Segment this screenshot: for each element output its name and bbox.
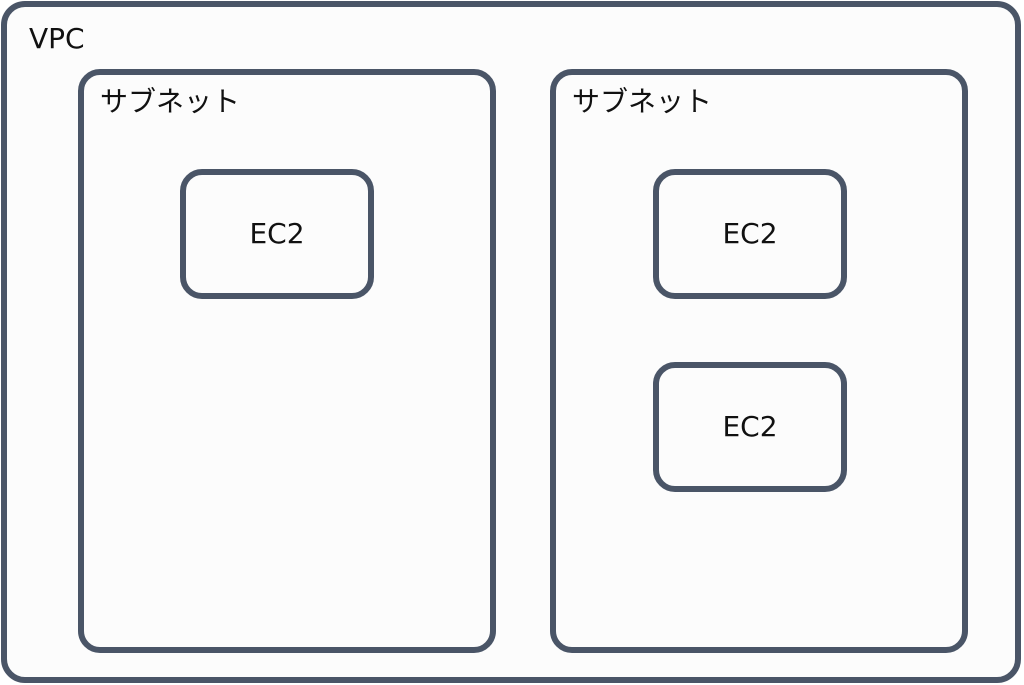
ec2-label: EC2: [722, 217, 778, 250]
vpc-label: VPC: [29, 22, 85, 55]
subnet-label-2: サブネット: [572, 85, 713, 118]
ec2-instance-subnet2-2: EC2: [653, 362, 847, 492]
subnet-container-2: サブネット: [550, 69, 968, 653]
subnet-label-1: サブネット: [100, 85, 241, 118]
ec2-label: EC2: [722, 410, 778, 443]
ec2-instance-subnet2-1: EC2: [653, 169, 847, 299]
subnet-container-1: サブネット: [78, 69, 496, 653]
ec2-label: EC2: [249, 217, 305, 250]
ec2-instance-subnet1-1: EC2: [180, 169, 374, 299]
